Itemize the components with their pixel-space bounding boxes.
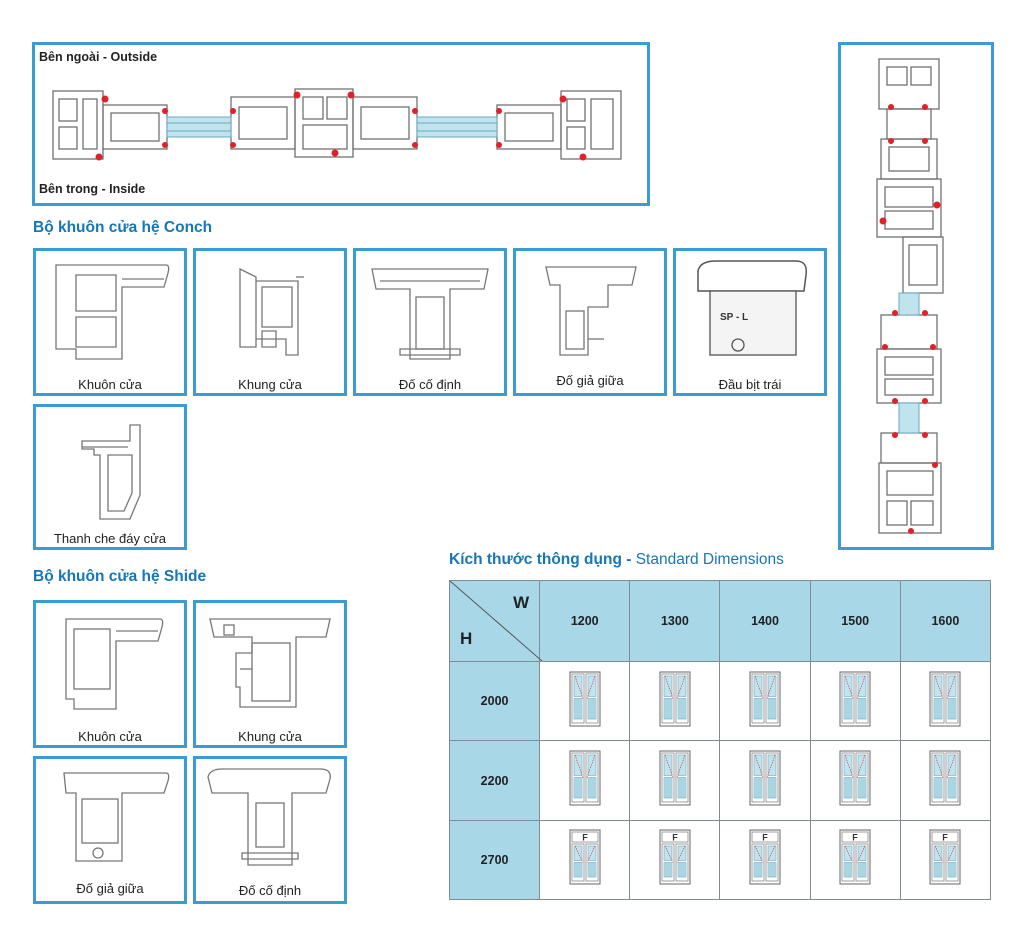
false-mullion-profile-icon: [63, 772, 170, 862]
sash-profile-icon: [239, 267, 304, 356]
transom-label: F: [582, 833, 588, 843]
door-cell: [719, 661, 811, 742]
door-cell: [629, 661, 721, 742]
double-door-transom-icon: F: [659, 829, 691, 885]
height-header: 2000: [448, 661, 541, 742]
door-cell: [809, 740, 901, 821]
corner-h-label: H: [460, 629, 473, 649]
door-cell: [719, 740, 811, 821]
double-door-transom-icon: F: [749, 829, 781, 885]
dimensions-heading: Kích thước thông dụng - Standard Dimensi…: [449, 551, 784, 569]
double-door-transom-icon: F: [929, 829, 961, 885]
frame-profile-icon: [65, 618, 164, 710]
double-door-icon: [569, 671, 601, 727]
corner-w-label: W: [513, 593, 530, 612]
dimensions-heading-vi: Kích thước thông dụng -: [449, 551, 636, 568]
fixed-mullion-profile-icon: [207, 768, 331, 866]
door-cell: [899, 740, 992, 821]
door-cell: F: [899, 819, 992, 901]
bottom-cover-profile-icon: [81, 424, 141, 520]
shide-item-sash: Khung cửa: [193, 600, 347, 748]
vertical-section-drawing: [876, 58, 944, 534]
transom-label: F: [762, 833, 768, 843]
double-door-icon: [929, 750, 961, 806]
double-door-icon: [839, 750, 871, 806]
shide-fixed-mullion-label: Đố cố định: [238, 883, 302, 898]
door-cell: [629, 740, 721, 821]
door-cell: F: [809, 819, 901, 901]
width-header: 1200: [539, 579, 631, 663]
door-cell: F: [719, 819, 811, 901]
end-cap-text: SP - L: [720, 312, 749, 323]
transom-label: F: [672, 833, 678, 843]
door-cell: [539, 661, 631, 742]
shide-item-false-mullion: Đố giả giữa: [33, 756, 187, 904]
horizontal-section-drawing: [52, 88, 622, 161]
width-header: 1600: [899, 579, 992, 663]
table-row: 2200: [448, 740, 992, 821]
conch-heading: Bộ khuôn cửa hệ Conch: [33, 219, 213, 236]
shide-frame-label: Khuôn cửa: [78, 729, 142, 744]
conch-item-frame: Khuôn cửa: [33, 248, 187, 396]
inside-label: Bên trong - Inside: [39, 182, 146, 196]
conch-bottom-cover-label: Thanh che đáy cửa: [53, 531, 167, 546]
conch-false-mullion-label: Đố giả giữa: [556, 373, 624, 388]
table-row: 2700 F F F F F: [448, 819, 992, 901]
door-cell: [539, 740, 631, 821]
sash-profile-icon: [209, 618, 331, 708]
conch-fixed-mullion-label: Đố cố định: [398, 377, 462, 392]
conch-item-end-cap: SP - L Đầu bịt trái: [673, 248, 827, 396]
double-door-transom-icon: F: [839, 829, 871, 885]
transom-label: F: [852, 833, 858, 843]
conch-item-fixed-mullion: Đố cố định: [353, 248, 507, 396]
double-door-icon: [749, 671, 781, 727]
height-header: 2200: [448, 740, 541, 821]
dimensions-table: W H 1200 1300 1400 1500 1600 2000 2200 2…: [448, 579, 992, 901]
width-header: 1400: [719, 579, 811, 663]
false-mullion-profile-icon: [545, 266, 637, 356]
conch-sash-label: Khung cửa: [238, 377, 302, 392]
shide-heading: Bộ khuôn cửa hệ Shide: [33, 568, 207, 585]
door-cell: [899, 661, 992, 742]
double-door-icon: [659, 671, 691, 727]
outside-label: Bên ngoài - Outside: [39, 50, 158, 64]
vertical-section-panel: [838, 42, 994, 550]
shide-item-fixed-mullion: Đố cố định: [193, 756, 347, 904]
height-header: 2700: [448, 819, 541, 901]
width-header: 1300: [629, 579, 721, 663]
dimensions-heading-en: Standard Dimensions: [635, 551, 784, 568]
double-door-icon: [569, 750, 601, 806]
conch-frame-label: Khuôn cửa: [78, 377, 142, 392]
width-header: 1500: [809, 579, 901, 663]
double-door-icon: [659, 750, 691, 806]
table-header-row: W H 1200 1300 1400 1500 1600: [448, 579, 992, 663]
diagonal-line: [450, 581, 542, 661]
door-cell: F: [539, 819, 631, 901]
door-cell: F: [629, 819, 721, 901]
fixed-mullion-profile-icon: [371, 268, 489, 360]
shide-item-frame: Khuôn cửa: [33, 600, 187, 748]
shide-sash-label: Khung cửa: [238, 729, 302, 744]
frame-profile-icon: [55, 264, 170, 360]
shide-false-mullion-label: Đố giả giữa: [76, 881, 144, 896]
conch-item-sash: Khung cửa: [193, 248, 347, 396]
conch-item-bottom-cover: Thanh che đáy cửa: [33, 404, 187, 550]
table-row: 2000: [448, 661, 992, 742]
transom-label: F: [943, 833, 949, 843]
left-end-cap-icon: [697, 260, 808, 356]
double-door-icon: [839, 671, 871, 727]
conch-item-false-mullion: Đố giả giữa: [513, 248, 667, 396]
double-door-icon: [929, 671, 961, 727]
cross-section-panel: Bên ngoài - Outside: [32, 42, 650, 206]
door-cell: [809, 661, 901, 742]
table-corner-cell: W H: [448, 579, 542, 663]
conch-end-cap-label: Đầu bịt trái: [718, 377, 782, 392]
double-door-icon: [749, 750, 781, 806]
double-door-transom-icon: F: [569, 829, 601, 885]
